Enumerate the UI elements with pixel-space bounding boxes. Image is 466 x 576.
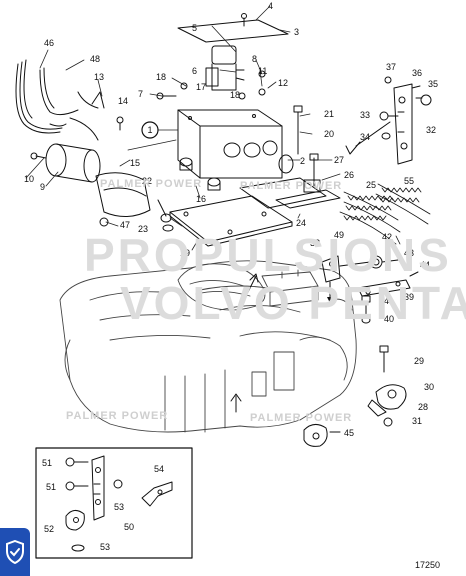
callout-31: 31 bbox=[412, 416, 422, 426]
callout-9: 9 bbox=[40, 182, 45, 192]
callout-7: 7 bbox=[138, 89, 143, 99]
callout-52: 52 bbox=[44, 524, 54, 534]
callout-32: 32 bbox=[426, 125, 436, 135]
callout-21: 21 bbox=[324, 109, 334, 119]
engine-block bbox=[59, 260, 357, 433]
clamp-bracket-group bbox=[321, 255, 419, 324]
callout-33: 33 bbox=[360, 110, 370, 120]
callout-47: 47 bbox=[120, 220, 130, 230]
callout-16: 16 bbox=[196, 194, 206, 204]
callout-14: 14 bbox=[118, 96, 128, 106]
callout-51-b: 51 bbox=[46, 482, 56, 492]
callout-15: 15 bbox=[130, 158, 140, 168]
callout-2: 2 bbox=[300, 156, 305, 166]
callout-41: 41 bbox=[384, 296, 394, 306]
arrows bbox=[230, 273, 259, 413]
callout-4: 4 bbox=[268, 1, 273, 11]
callout-27: 27 bbox=[334, 155, 344, 165]
callout-45: 45 bbox=[344, 428, 354, 438]
callout-8: 8 bbox=[252, 54, 257, 64]
drawing-number: 17250 bbox=[414, 560, 440, 570]
callout-1: 1 bbox=[147, 125, 152, 135]
shield-check-icon bbox=[6, 540, 24, 564]
callout-35: 35 bbox=[428, 79, 438, 89]
watermark-small-3: PALMER POWER bbox=[66, 410, 169, 422]
callout-40: 40 bbox=[384, 314, 394, 324]
callout-3: 3 bbox=[294, 27, 299, 37]
right-bracket bbox=[345, 76, 432, 165]
callout-37: 37 bbox=[386, 62, 396, 72]
callout-17: 17 bbox=[196, 82, 206, 92]
callout-circle bbox=[141, 121, 159, 139]
callout-30: 30 bbox=[424, 382, 434, 392]
starter-solenoid bbox=[30, 143, 172, 227]
callout-22: 22 bbox=[142, 176, 152, 186]
callout-54: 54 bbox=[154, 464, 164, 474]
callout-28: 28 bbox=[418, 402, 428, 412]
inset-box bbox=[35, 447, 193, 559]
hose-springs bbox=[339, 183, 431, 245]
callout-20: 20 bbox=[324, 129, 334, 139]
callout-25: 25 bbox=[366, 180, 376, 190]
callout-49: 49 bbox=[334, 230, 344, 240]
clamp-45 bbox=[303, 424, 341, 447]
callout-23: 23 bbox=[138, 224, 148, 234]
callout-38: 38 bbox=[310, 238, 320, 248]
callout-5: 5 bbox=[192, 23, 197, 33]
watermark-big-top: PROPULSIONS bbox=[84, 229, 452, 281]
callout-42: 42 bbox=[382, 232, 392, 242]
leader-lines bbox=[25, 5, 341, 251]
callout-43: 43 bbox=[404, 248, 414, 258]
callout-53-a: 53 bbox=[114, 502, 124, 512]
callout-29: 29 bbox=[414, 356, 424, 366]
callout-13: 13 bbox=[94, 72, 104, 82]
callout-19: 19 bbox=[180, 248, 190, 258]
callout-labels: 1 2 3 4 5 6 7 8 9 10 11 12 13 14 15 16 1… bbox=[24, 1, 438, 552]
callout-6: 6 bbox=[192, 66, 197, 76]
watermark-small-1: PALMER POWER bbox=[100, 178, 203, 190]
callout-53-b: 53 bbox=[100, 542, 110, 552]
watermark-small-2: PALMER POWER bbox=[240, 180, 343, 192]
watermark-big-bottom: VOLVO PENTA bbox=[120, 277, 466, 329]
callout-24: 24 bbox=[296, 218, 306, 228]
lower-clamp-group bbox=[367, 345, 407, 427]
callout-11: 11 bbox=[258, 66, 267, 76]
callout-46: 46 bbox=[44, 38, 54, 48]
callout-39: 39 bbox=[404, 292, 414, 302]
callout-55: 55 bbox=[404, 176, 414, 186]
callout-10: 10 bbox=[24, 174, 34, 184]
control-box bbox=[116, 13, 341, 247]
watermark-small-4: PALMER POWER bbox=[250, 412, 353, 424]
callout-18-second: 18 bbox=[230, 90, 240, 100]
wiring-harness bbox=[15, 59, 105, 141]
callout-34: 34 bbox=[360, 132, 370, 142]
callout-36: 36 bbox=[412, 68, 422, 78]
callout-50: 50 bbox=[124, 522, 134, 532]
verified-badge[interactable] bbox=[0, 528, 30, 576]
callout-12: 12 bbox=[278, 78, 288, 88]
callout-51-a: 51 bbox=[42, 458, 52, 468]
callout-48: 48 bbox=[90, 54, 100, 64]
callout-18: 18 bbox=[156, 72, 166, 82]
callout-26: 26 bbox=[344, 170, 354, 180]
callout-44: 44 bbox=[420, 260, 430, 270]
